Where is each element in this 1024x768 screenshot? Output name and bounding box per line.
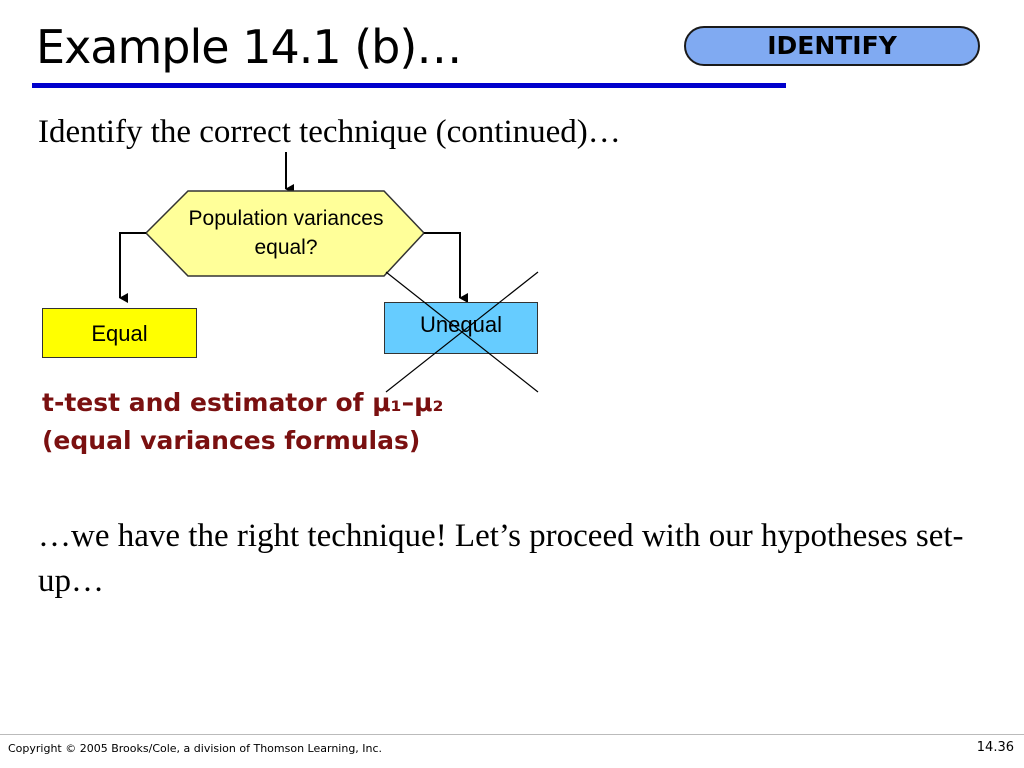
subtitle: Identify the correct technique (continue… (38, 114, 621, 150)
technique-line2: (equal variances formulas) (42, 426, 421, 455)
footer-copyright: Copyright © 2005 Brooks/Cole, a division… (8, 742, 383, 755)
identify-badge: IDENTIFY (684, 26, 980, 66)
title-underline (32, 83, 786, 88)
technique-line1: t-test and estimator of μ₁–μ₂ (42, 388, 444, 417)
page-number: 14.36 (976, 740, 1014, 755)
conclusion-text: …we have the right technique! Let’s proc… (38, 518, 964, 599)
equal-outcome-box: Equal (42, 308, 197, 358)
left-connector (119, 232, 146, 303)
slide-title: Example 14.1 (b)… (36, 20, 462, 74)
decision-label: Population variances equal? (166, 204, 406, 262)
decision-label-line2: equal? (254, 236, 318, 259)
unequal-outcome-box: Unequal (384, 302, 538, 354)
footer-divider (0, 734, 1024, 735)
right-connector (424, 232, 468, 303)
technique-result: t-test and estimator of μ₁–μ₂ (equal var… (42, 384, 443, 460)
decision-label-line1: Population variances (188, 207, 384, 230)
